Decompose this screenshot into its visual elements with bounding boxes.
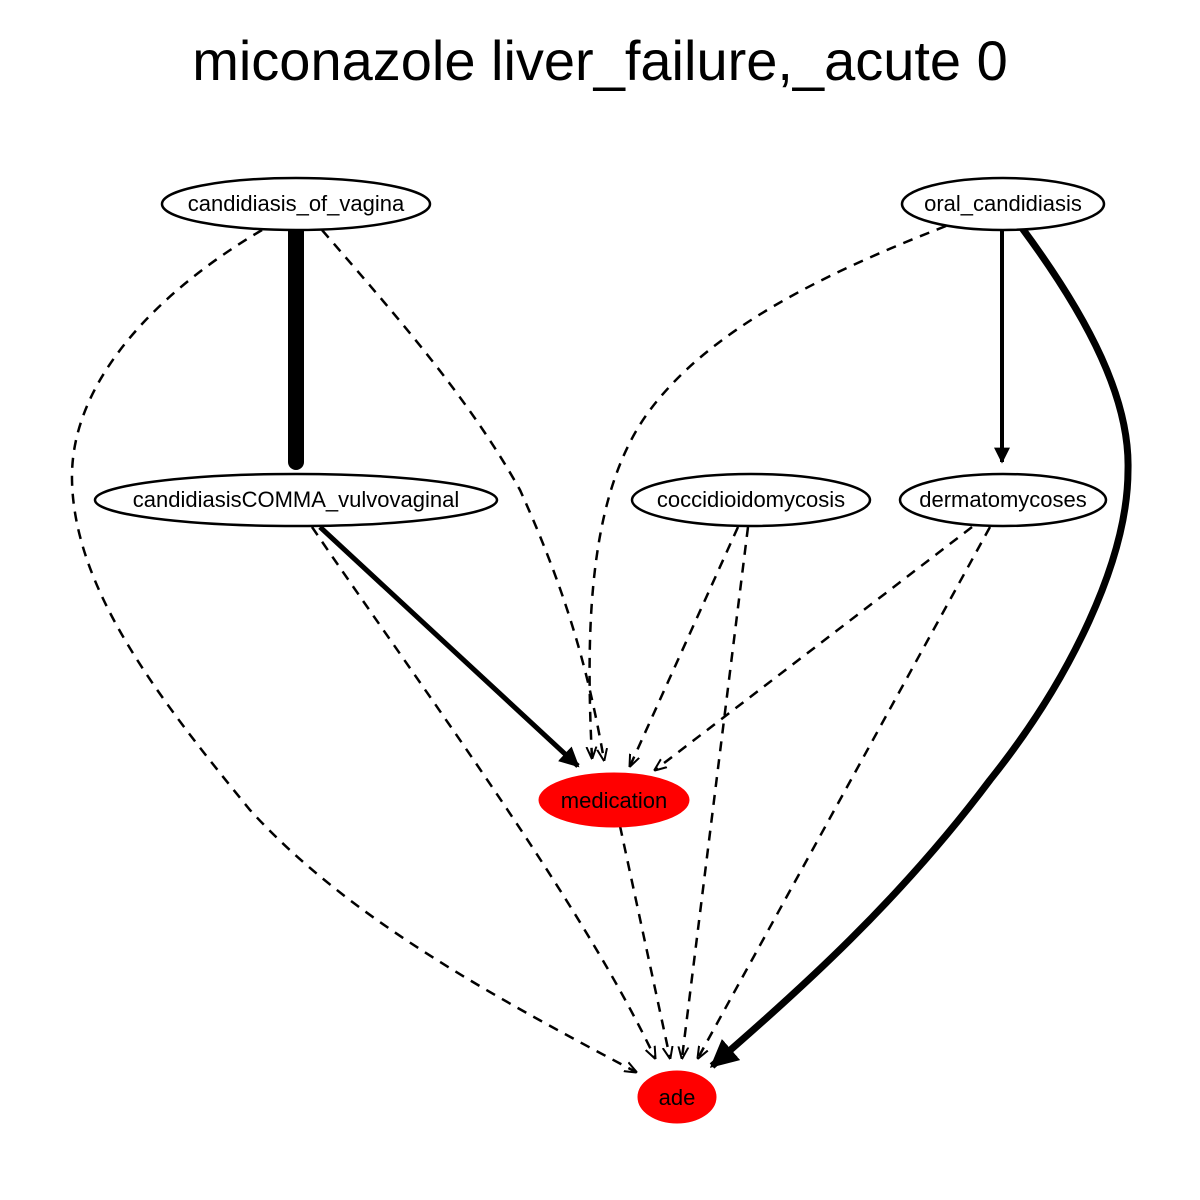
edge-dermatomycoses-to-medication — [655, 526, 973, 770]
node-label: candidiasis_of_vagina — [188, 191, 405, 216]
node-label: ade — [659, 1085, 696, 1110]
edge-vulvovaginal-to-medication — [318, 525, 580, 768]
edge-medication-to-ade — [618, 825, 670, 1058]
edge-candidiasis-of-vagina-to-medication — [321, 229, 604, 760]
edge-candidiasis-of-vagina-to-ade — [70, 228, 636, 1072]
node-candidiasis-of-vagina: candidiasis_of_vagina — [160, 176, 432, 232]
edge-oral-candidiasis-to-ade — [709, 225, 1132, 1069]
edge-dermatomycoses-to-ade — [698, 526, 992, 1058]
nodes-layer: candidiasis_of_vagina oral_candidiasis c… — [93, 176, 1108, 1124]
edge-oral-candidiasis-to-medication — [590, 224, 947, 758]
node-medication: medication — [538, 772, 690, 828]
node-oral-candidiasis: oral_candidiasis — [900, 176, 1106, 232]
edges-layer — [70, 222, 1132, 1072]
node-label: coccidioidomycosis — [657, 487, 845, 512]
node-dermatomycoses: dermatomycoses — [898, 472, 1108, 528]
node-coccidioidomycosis: coccidioidomycosis — [630, 472, 872, 528]
node-label: candidiasisCOMMA_vulvovaginal — [133, 487, 459, 512]
node-label: oral_candidiasis — [924, 191, 1082, 216]
node-ade: ade — [637, 1070, 717, 1124]
edge-vulvovaginal-to-ade — [310, 526, 655, 1058]
node-label: dermatomycoses — [919, 487, 1087, 512]
edge-coccidioidomycosis-to-ade — [682, 526, 750, 1058]
graph-title: miconazole liver_failure,_acute 0 — [192, 29, 1008, 92]
edge-coccidioidomycosis-to-medication — [630, 526, 740, 766]
node-label: medication — [561, 788, 667, 813]
node-candidiasiscomma-vulvovaginal: candidiasisCOMMA_vulvovaginal — [93, 472, 499, 528]
